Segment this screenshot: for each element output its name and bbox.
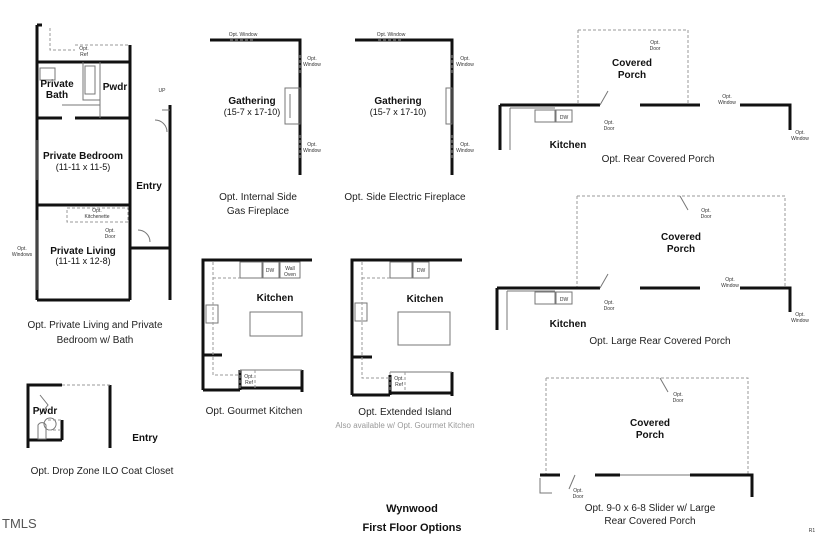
entry-label: Entry [136, 181, 162, 192]
large-porch-caption: Opt. Large Rear Covered Porch [589, 336, 730, 347]
opt-door-label-2: Door [105, 234, 116, 240]
stairs-up-label: UP [159, 88, 167, 94]
gathering-dim: (15-7 x 17-10) [370, 107, 427, 117]
dishwasher-label: DW [560, 115, 569, 121]
kitchen-label: Kitchen [550, 319, 587, 330]
opt-door-top-label-2: Door [701, 214, 712, 220]
extended-island-subcaption: Also available w/ Opt. Gourmet Kitchen [335, 421, 474, 430]
gathering-label: Gathering [374, 96, 421, 107]
slider-porch-caption: Opt. 9-0 x 6-8 Slider w/ Large [585, 503, 716, 514]
rear-porch-caption: Opt. Rear Covered Porch [602, 154, 715, 165]
dishwasher-label: DW [560, 297, 569, 303]
opt-window-side-label-2: Window [791, 136, 809, 142]
opt-window-side-label: Opt. [795, 130, 804, 136]
covered-porch-label-2: Porch [636, 430, 664, 441]
opt-window-top-label: Opt. Window [377, 32, 406, 38]
drop-zone-plan: Pwdr Entry Opt. Drop Zone ILO Coat Close… [26, 383, 174, 477]
opt-ref-label: Opt. [79, 46, 88, 52]
dishwasher-label: DW [417, 268, 426, 274]
covered-porch-label-2: Porch [618, 70, 646, 81]
kitchenette-label: Opt. [92, 208, 101, 214]
opt-window-label-lower-2: Window [456, 148, 474, 154]
opt-door-top-label: Opt. [701, 208, 710, 214]
entry-label: Entry [132, 433, 158, 444]
dishwasher-label: DW [266, 268, 275, 274]
opt-window-label-lower: Opt. [307, 142, 316, 148]
opt-window-label-lower-2: Window [303, 148, 321, 154]
opt-window-label-2: Window [303, 62, 321, 68]
private-suite-plan: Private Bath Pwdr Private Bedroom (11-11… [12, 23, 172, 346]
tmls-logo: TMLS [2, 516, 37, 531]
opt-window-label: Opt. [722, 94, 731, 100]
covered-porch-label: Covered [612, 58, 652, 69]
pwdr-label: Pwdr [33, 406, 58, 417]
opt-door-label-2: Door [573, 494, 584, 500]
private-suite-caption-2: Bedroom w/ Bath [57, 335, 134, 346]
opt-window-label-2: Window [718, 100, 736, 106]
opt-door-label: Opt. [604, 120, 613, 126]
electric-fireplace-plan: Opt. Window Opt. Window Opt. Window Gath… [344, 32, 474, 203]
opt-window-label: Opt. [460, 56, 469, 62]
opt-window-label-2: Window [456, 62, 474, 68]
opt-door-top-label: Opt. [673, 392, 682, 398]
gathering-dim: (15-7 x 17-10) [224, 107, 281, 117]
slider-porch-plan: Opt. Door Opt. Door Covered Porch Opt. 9… [539, 377, 754, 527]
opt-ref-label-2: Ref [395, 382, 403, 388]
plan-title: Wynwood [386, 503, 438, 515]
opt-window-label-lower: Opt. [460, 142, 469, 148]
large-porch-plan: DW Opt. Door Opt. Door Opt. Window Opt. … [495, 195, 809, 347]
opt-ref-label-2: Ref [245, 380, 253, 386]
opt-window-side-label: Opt. [795, 312, 804, 318]
opt-door-label: Opt. [604, 300, 613, 306]
slider-porch-caption-2: Rear Covered Porch [604, 516, 695, 527]
electric-fireplace-caption: Opt. Side Electric Fireplace [344, 192, 466, 203]
opt-window-label: Opt. [307, 56, 316, 62]
kitchen-label: Kitchen [257, 293, 294, 304]
covered-porch-label: Covered [630, 418, 670, 429]
opt-ref-label-2: Ref [80, 52, 88, 58]
opt-window-side-label-2: Window [791, 318, 809, 324]
opt-door-label-2: Door [604, 126, 615, 132]
gathering-label: Gathering [228, 96, 275, 107]
gas-fireplace-plan: Opt. Window Opt. Window Opt. Window Gath… [210, 32, 321, 217]
opt-door-top-label: Opt. [650, 40, 659, 46]
extended-island-caption: Opt. Extended Island [358, 407, 451, 418]
opt-windows-label-2: Windows [12, 252, 33, 258]
private-bath-label-2: Bath [46, 90, 68, 101]
private-living-dim: (11-11 x 12-8) [55, 256, 110, 266]
covered-porch-label-2: Porch [667, 244, 695, 255]
pwdr-label: Pwdr [103, 82, 128, 93]
extended-island-plan: DW Opt. Ref Kitchen Opt. Extended Island… [335, 258, 475, 430]
private-bath-label: Private [40, 79, 74, 90]
opt-ref-label: Opt. [244, 374, 253, 380]
kitchen-label: Kitchen [407, 294, 444, 305]
opt-window-label-2: Window [721, 283, 739, 289]
opt-door-label-2: Door [604, 306, 615, 312]
wall-oven-label-2: Oven [284, 272, 296, 278]
revision-mark: R1 [809, 528, 816, 534]
opt-door-label: Opt. [573, 488, 582, 494]
opt-door-top-label-2: Door [673, 398, 684, 404]
drop-zone-caption: Opt. Drop Zone ILO Coat Closet [31, 466, 174, 477]
opt-windows-label: Opt. [17, 246, 26, 252]
private-suite-caption: Opt. Private Living and Private [27, 320, 163, 331]
opt-window-top-label: Opt. Window [229, 32, 258, 38]
opt-ref-label: Opt. [394, 376, 403, 382]
wall-oven-label: Wall [285, 266, 295, 272]
rear-porch-plan: DW Opt. Door Opt. Door Opt. Window Opt. … [498, 29, 809, 165]
private-living-label: Private Living [50, 246, 116, 257]
gourmet-kitchen-plan: DW Wall Oven Opt. Ref Kitchen Opt. Gourm… [201, 258, 312, 417]
gourmet-kitchen-caption: Opt. Gourmet Kitchen [206, 406, 303, 417]
opt-door-label: Opt. [105, 228, 114, 234]
kitchenette-label-2: Kitchenette [84, 214, 109, 220]
kitchen-label: Kitchen [550, 140, 587, 151]
gas-fireplace-caption: Opt. Internal Side [219, 192, 297, 203]
private-bedroom-label: Private Bedroom [43, 151, 123, 162]
opt-door-top-label-2: Door [650, 46, 661, 52]
plan-subtitle: First Floor Options [363, 522, 462, 534]
private-bedroom-dim: (11-11 x 11-5) [56, 162, 111, 172]
opt-window-label: Opt. [725, 277, 734, 283]
covered-porch-label: Covered [661, 232, 701, 243]
gas-fireplace-caption-2: Gas Fireplace [227, 206, 290, 217]
